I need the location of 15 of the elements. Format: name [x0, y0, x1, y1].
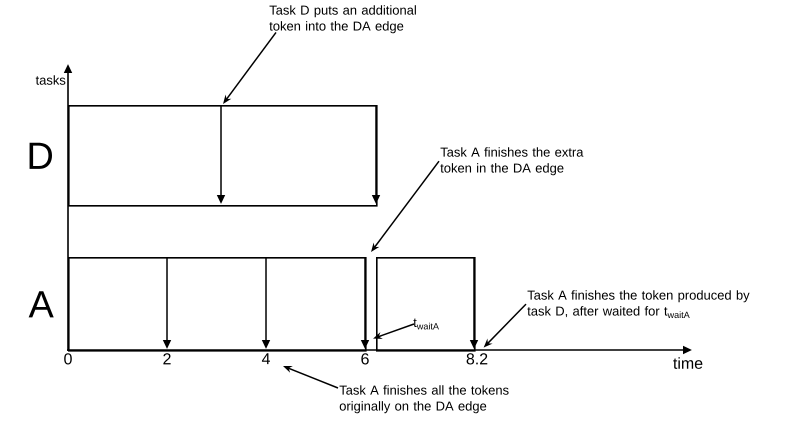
node-label: A: [28, 291, 54, 318]
node-label: D: [30, 142, 52, 169]
callout-text: Task A finishes the token produced by task D, after waited for t$_{waitA}$: [527, 290, 750, 318]
axis-label: time: [673, 357, 702, 369]
callout-text: t$_{waitA}$: [413, 318, 439, 330]
tick-label: 6: [361, 353, 369, 364]
task-band: A: [28, 257, 367, 352]
callout-text: Task A finishes the extra token in the DA edge: [440, 147, 584, 176]
callout-text: Task A finishes all the tokens originally on the DA edge: [340, 385, 509, 414]
task-band: [376, 257, 476, 352]
axis-label: tasks: [36, 75, 66, 85]
tick-label: 8.2: [466, 353, 488, 364]
tick-label: 0: [64, 353, 72, 364]
task-band: D: [30, 105, 378, 207]
callout-text: Task D puts an additional token into the DA edge: [269, 5, 416, 34]
